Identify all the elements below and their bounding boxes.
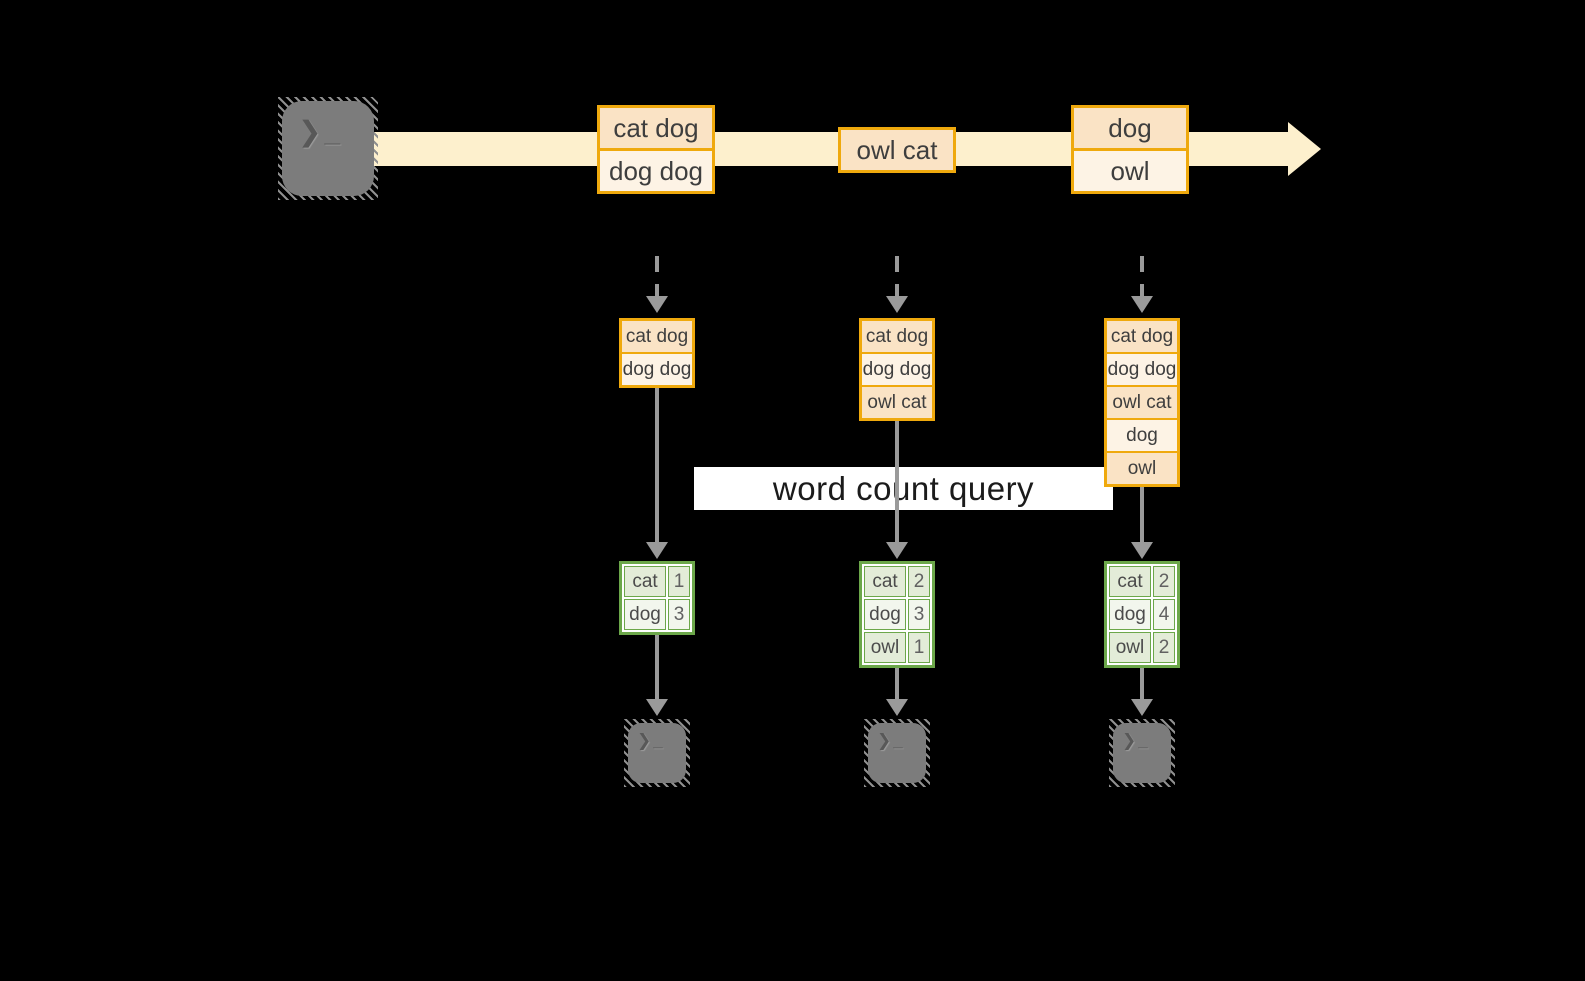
stack-row: dog dog bbox=[862, 352, 932, 385]
source-terminal-icon: ❯_ bbox=[278, 97, 378, 200]
result-terminal-icon-1: ❯_ bbox=[624, 719, 690, 787]
batch-row: cat dog bbox=[600, 108, 712, 148]
stack-row: dog dog bbox=[622, 352, 692, 385]
arrowhead-icon bbox=[646, 699, 668, 716]
word-cell: dog bbox=[1109, 599, 1151, 630]
stream-arrowhead-icon bbox=[1288, 122, 1321, 176]
terminal-prompt-glyph: ❯_ bbox=[298, 116, 344, 147]
word-count-table-2: cat 2 dog 3 owl 1 bbox=[859, 561, 935, 668]
dashed-down-arrow-3 bbox=[1140, 256, 1144, 298]
dashed-down-arrow-1 bbox=[655, 256, 659, 298]
arrowhead-icon bbox=[646, 542, 668, 559]
word-cell: owl bbox=[1109, 632, 1151, 663]
terminal-screen: ❯_ bbox=[282, 101, 374, 196]
word-cell: cat bbox=[624, 566, 666, 597]
word-cell: dog bbox=[624, 599, 666, 630]
micro-batch-stack-1: cat dog dog dog bbox=[619, 318, 695, 388]
arrowhead-icon bbox=[886, 296, 908, 313]
terminal-screen: ❯_ bbox=[628, 723, 686, 783]
batch-row: owl bbox=[1074, 148, 1186, 191]
connector-arrow-3 bbox=[1140, 485, 1144, 544]
word-cell: cat bbox=[1109, 566, 1151, 597]
word-cell: dog bbox=[864, 599, 906, 630]
batch-box-3: dog owl bbox=[1071, 105, 1189, 194]
count-cell: 4 bbox=[1153, 599, 1175, 630]
terminal-prompt-glyph: ❯_ bbox=[1122, 731, 1150, 750]
stack-row: owl bbox=[1107, 451, 1177, 484]
arrowhead-icon bbox=[1131, 542, 1153, 559]
arrowhead-icon bbox=[646, 296, 668, 313]
count-cell: 1 bbox=[908, 632, 930, 663]
result-terminal-icon-2: ❯_ bbox=[864, 719, 930, 787]
result-terminal-icon-3: ❯_ bbox=[1109, 719, 1175, 787]
batch-box-1: cat dog dog dog bbox=[597, 105, 715, 194]
connector-arrow-4 bbox=[655, 631, 659, 701]
terminal-prompt-glyph: ❯_ bbox=[877, 731, 905, 750]
arrowhead-icon bbox=[1131, 296, 1153, 313]
arrowhead-icon bbox=[1131, 699, 1153, 716]
query-banner: word count query bbox=[694, 467, 1113, 510]
arrowhead-icon bbox=[886, 699, 908, 716]
count-cell: 1 bbox=[668, 566, 690, 597]
count-cell: 2 bbox=[908, 566, 930, 597]
stack-row: owl cat bbox=[1107, 385, 1177, 418]
connector-arrow-6 bbox=[1140, 662, 1144, 701]
batch-row: dog dog bbox=[600, 148, 712, 191]
word-cell: owl bbox=[864, 632, 906, 663]
terminal-prompt-glyph: ❯_ bbox=[637, 731, 665, 750]
stack-row: dog bbox=[1107, 418, 1177, 451]
query-banner-label: word count query bbox=[772, 470, 1035, 507]
arrowhead-icon bbox=[886, 542, 908, 559]
stack-row: cat dog bbox=[622, 321, 692, 352]
terminal-screen: ❯_ bbox=[868, 723, 926, 783]
batch-box-2: owl cat bbox=[838, 127, 956, 173]
micro-batch-stack-2: cat dog dog dog owl cat bbox=[859, 318, 935, 421]
word-cell: cat bbox=[864, 566, 906, 597]
batch-row: owl cat bbox=[841, 130, 953, 170]
batch-row: dog bbox=[1074, 108, 1186, 148]
count-cell: 2 bbox=[1153, 566, 1175, 597]
stack-row: owl cat bbox=[862, 385, 932, 418]
stack-row: cat dog bbox=[862, 321, 932, 352]
terminal-screen: ❯_ bbox=[1113, 723, 1171, 783]
connector-arrow-1 bbox=[655, 386, 659, 544]
count-cell: 3 bbox=[908, 599, 930, 630]
micro-batch-stack-3: cat dog dog dog owl cat dog owl bbox=[1104, 318, 1180, 487]
count-cell: 3 bbox=[668, 599, 690, 630]
stack-row: dog dog bbox=[1107, 352, 1177, 385]
stack-row: cat dog bbox=[1107, 321, 1177, 352]
connector-arrow-5 bbox=[895, 662, 899, 701]
word-count-table-3: cat 2 dog 4 owl 2 bbox=[1104, 561, 1180, 668]
connector-arrow-2 bbox=[895, 419, 899, 544]
count-cell: 2 bbox=[1153, 632, 1175, 663]
word-count-table-1: cat 1 dog 3 bbox=[619, 561, 695, 635]
dashed-down-arrow-2 bbox=[895, 256, 899, 298]
